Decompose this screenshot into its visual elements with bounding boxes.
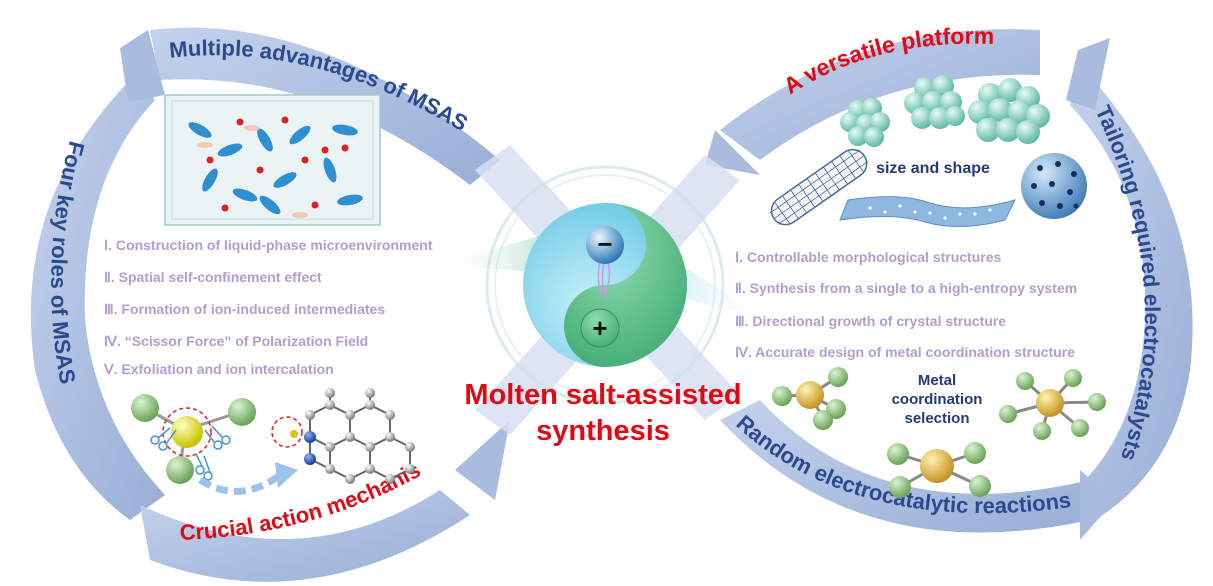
anion-sphere [586, 226, 624, 264]
cluster-small [840, 98, 890, 147]
left-list-item: Ⅲ. Formation of ion-induced intermediate… [104, 301, 385, 317]
coordination-structures: Metal coordination selection [772, 367, 1106, 498]
plus-icon: + [592, 313, 607, 343]
porous-sphere-holes [1031, 161, 1079, 209]
arc-top-right-arrowhead [705, 130, 760, 175]
right-list-item: Ⅲ. Directional growth of crystal structu… [735, 313, 1006, 329]
right-list-item: Ⅰ. Controllable morphological structures [735, 249, 1001, 265]
minus-icon: − [597, 229, 612, 259]
right-list: Ⅰ. Controllable morphological structures… [735, 249, 1077, 360]
arc-label-right: Tailoring required electrocatalysts [1091, 102, 1165, 464]
center-emblem: − + [440, 165, 770, 405]
molecule-tetrahedral [772, 367, 848, 430]
nanosheet-pores [868, 204, 992, 220]
molecule-square-planar [887, 442, 991, 498]
left-list-item: Ⅱ. Spatial self-confinement effect [104, 269, 322, 285]
arc-right [1070, 60, 1193, 520]
cone-ions [188, 122, 363, 215]
molten-salt-box [164, 94, 381, 226]
nanosheet-icon [839, 196, 1016, 227]
graphene-lattice [309, 393, 411, 481]
center-title-line2: synthesis [536, 415, 670, 447]
scissor-icon [150, 425, 231, 481]
left-list: Ⅰ. Construction of liquid-phase microenv… [103, 237, 433, 377]
highlight-ring [162, 407, 212, 457]
center-title-line1: Molten salt-assisted [464, 379, 741, 411]
transfer-arrow [198, 472, 283, 495]
emblem-halo [485, 165, 725, 405]
discharge-lines [597, 261, 611, 299]
cluster-medium [904, 75, 965, 129]
nanostructures: size and shape [769, 75, 1087, 227]
coordination-label-line1: Metal [918, 372, 956, 389]
right-list-item: Ⅳ. Accurate design of metal coordination… [735, 344, 1075, 360]
arc-top-right [720, 29, 1040, 161]
left-list-item: Ⅳ. “Scissor Force” of Polarization Field [104, 333, 368, 349]
mechanism-illustration [131, 388, 415, 495]
nanotube-icon [769, 148, 869, 226]
ligand-atom [228, 398, 256, 426]
ligand-atom [131, 394, 159, 422]
left-list-item: Ⅴ. Exfoliation and ion intercalation [103, 361, 334, 377]
size-shape-label: size and shape [876, 160, 990, 177]
coordination-label-line3: selection [904, 410, 969, 427]
molecule-octahedral [999, 369, 1106, 440]
cluster-large [968, 78, 1050, 144]
arc-bottom-left [140, 490, 470, 582]
right-list-item: Ⅱ. Synthesis from a single to a high-ent… [735, 280, 1077, 296]
arc-left [30, 75, 165, 520]
arc-bottom-right-arrowhead [1080, 470, 1115, 540]
arc-top-left [150, 27, 500, 185]
cation-sphere [580, 308, 620, 348]
ligand-atom [166, 456, 194, 484]
arc-bottom-left-arrowhead [455, 420, 510, 500]
arc-bottom-right [720, 400, 1090, 533]
arc-right-arrowhead [1066, 38, 1110, 110]
metal-atom [171, 416, 203, 448]
coordination-label-line2: coordination [892, 391, 983, 408]
arc-left-arrowhead [120, 30, 165, 102]
left-list-item: Ⅰ. Construction of liquid-phase microenv… [104, 237, 433, 253]
lattice-atoms [304, 388, 415, 484]
red-ions [197, 116, 349, 218]
